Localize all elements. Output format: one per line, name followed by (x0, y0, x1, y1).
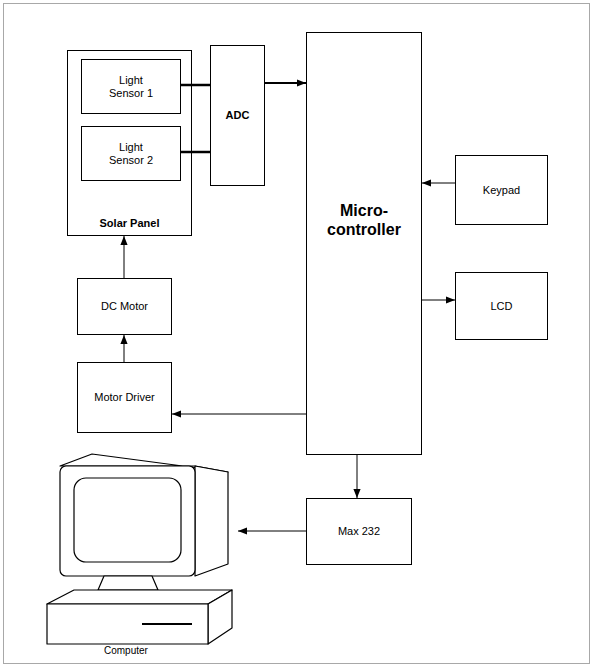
outer-frame (4, 4, 590, 664)
monitor-front (60, 466, 195, 576)
input-box: Keypad (455, 155, 548, 225)
monitor-stand (98, 576, 158, 590)
signal-arrow (422, 300, 455, 301)
node-label: Keypad (483, 184, 520, 197)
node-label: DC Motor (101, 300, 148, 313)
sensor-box: Light Sensor 1 (81, 59, 181, 114)
signal-arrow (238, 531, 306, 532)
display-box: LCD (455, 272, 548, 340)
drive-slot (142, 623, 192, 625)
driver-box: Motor Driver (77, 362, 172, 433)
node-label: Light Sensor 2 (106, 141, 156, 167)
interface-box: Max 232 (306, 498, 412, 565)
computer-illustration (47, 454, 232, 644)
converter-box: ADC (210, 45, 265, 186)
signal-arrow (422, 183, 455, 184)
motor-box: DC Motor (77, 278, 172, 335)
panel-box: Solar Panel Light Sensor 1 Light Sensor 2 (67, 50, 192, 236)
signal-arrow (357, 455, 358, 498)
signal-arrow (181, 84, 210, 87)
node-label: Computer (104, 645, 148, 657)
node-label: Light Sensor 1 (106, 74, 156, 100)
signal-arrow (172, 414, 306, 415)
case-front (47, 604, 208, 644)
node-label: LCD (490, 300, 512, 313)
signal-arrow (181, 151, 210, 154)
monitor-screen (74, 478, 181, 562)
connector-group (124, 83, 455, 531)
computer-node: Computer (42, 452, 238, 658)
signal-arrow (124, 236, 125, 278)
signal-arrow (124, 335, 125, 362)
sensor-box: Light Sensor 2 (81, 126, 181, 181)
case-top (47, 590, 232, 604)
node-label: Micro-controller (307, 201, 421, 239)
node-label: Max 232 (338, 525, 380, 538)
signal-arrow (265, 82, 306, 84)
node-label: Motor Driver (94, 391, 155, 404)
node-label: ADC (226, 109, 250, 122)
monitor-side (195, 466, 228, 576)
node-label: Solar Panel (100, 217, 160, 230)
case-side (208, 590, 232, 644)
controller-box: Micro-controller (306, 32, 422, 455)
